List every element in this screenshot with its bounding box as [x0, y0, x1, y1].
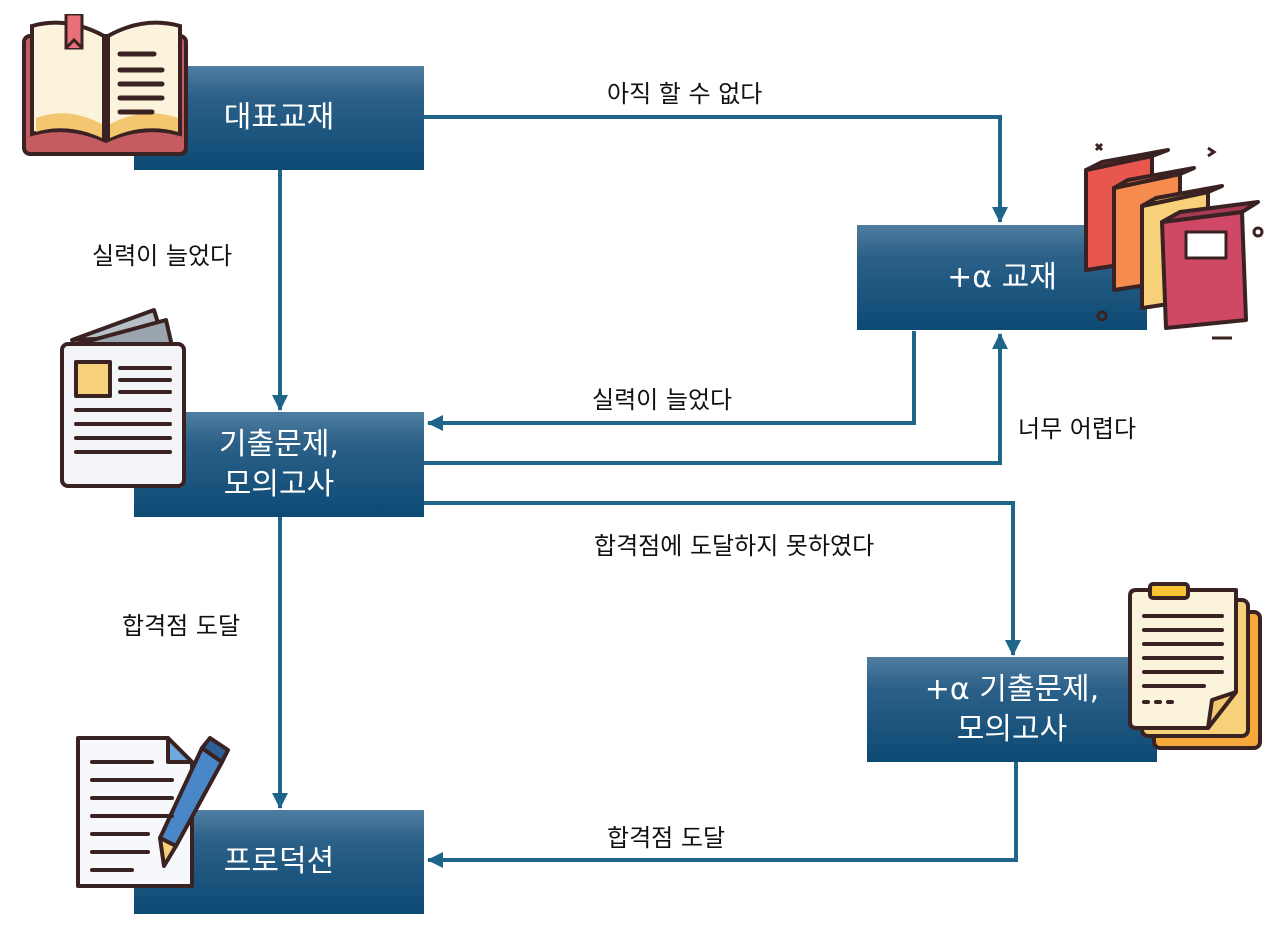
clipboard-documents-icon — [1128, 582, 1262, 750]
stacked-books-icon — [1084, 142, 1264, 340]
arrow-alpha-to-past-exams — [427, 331, 916, 431]
node-alpha-textbook-label: +α 교재 — [947, 259, 1057, 295]
document-pen-icon — [76, 736, 230, 888]
edge-label-passed-2: 합격점 도달 — [607, 824, 726, 852]
newspaper-icon — [60, 308, 186, 488]
edge-label-improved-1: 실력이 늘었다 — [92, 242, 233, 270]
edge-label-improved-2: 실력이 늘었다 — [592, 386, 733, 414]
node-textbook-label: 대표교재 — [223, 100, 335, 135]
edge-label-too-hard: 너무 어렵다 — [1018, 415, 1137, 443]
arrow-past-exams-to-alpha-exams — [424, 501, 1021, 656]
node-past-exams: 기출문제, 모의고사 — [134, 412, 424, 517]
edge-label-not-passed: 합격점에 도달하지 못하였다 — [594, 532, 875, 560]
open-book-icon — [22, 14, 188, 156]
arrow-textbook-to-alpha — [424, 115, 1008, 223]
edge-label-passed-1: 합격점 도달 — [122, 612, 241, 640]
node-past-exams-label: 기출문제, 모의고사 — [219, 426, 339, 502]
arrow-past-exams-to-alpha — [424, 333, 1008, 465]
arrow-alpha-exams-to-production — [427, 762, 1018, 868]
node-alpha-past-exams: +α 기출문제, 모의고사 — [867, 657, 1157, 762]
edge-label-not-yet: 아직 할 수 없다 — [607, 80, 763, 108]
node-alpha-past-exams-label: +α 기출문제, 모의고사 — [924, 671, 1100, 747]
node-production-label: 프로덕션 — [223, 844, 335, 879]
